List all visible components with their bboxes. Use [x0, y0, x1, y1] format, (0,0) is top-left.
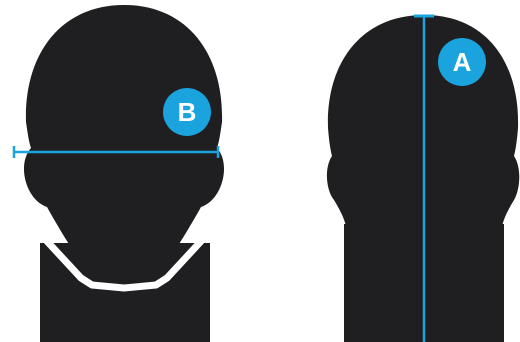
- back-view: A: [327, 15, 519, 342]
- measurement-b-label: B: [178, 97, 197, 127]
- measurement-a-label: A: [453, 47, 472, 77]
- front-view: B: [14, 5, 224, 342]
- head-front-silhouette-icon: [24, 5, 224, 278]
